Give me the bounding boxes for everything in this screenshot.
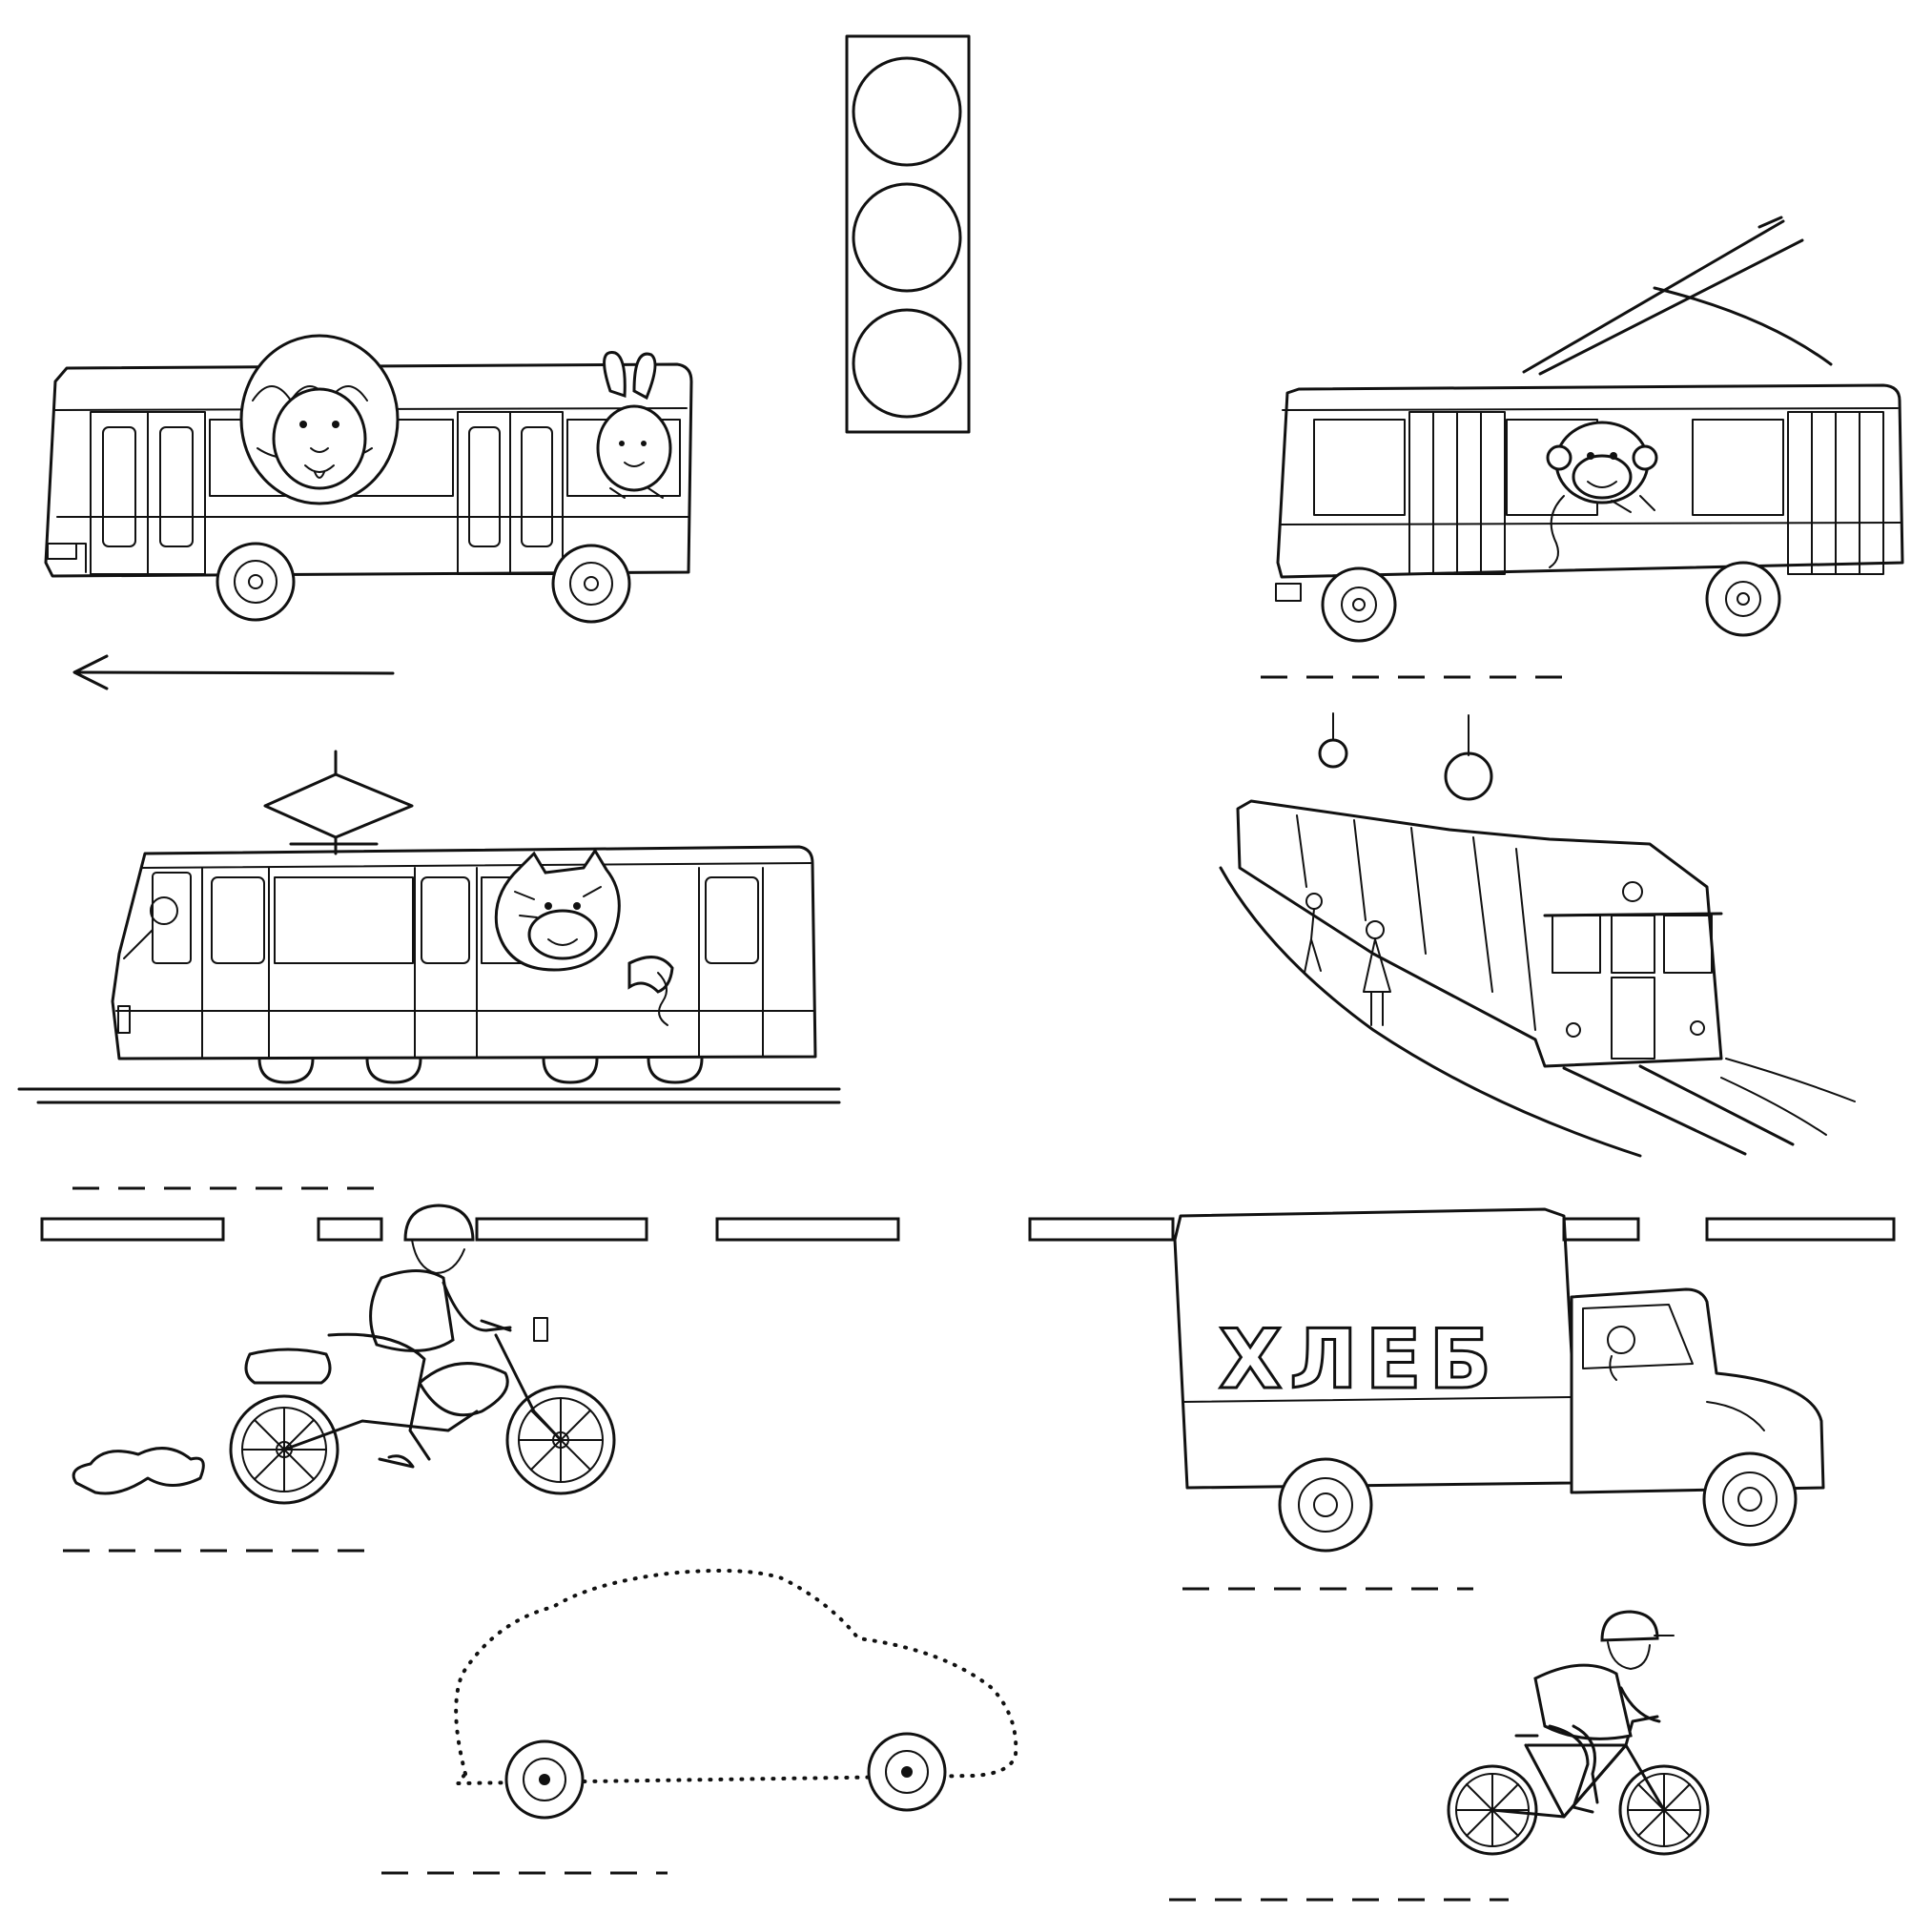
- truck-icon: ХЛЕБ: [1173, 1207, 1825, 1553]
- traffic-lamp-bottom: [852, 308, 962, 419]
- motorcycle-icon: [72, 1204, 616, 1505]
- hare-icon: [596, 351, 672, 499]
- metro-icon: [1219, 712, 1856, 1158]
- traffic-lamp-top: [852, 56, 962, 167]
- tram-icon: [17, 750, 841, 1104]
- traffic-lamp-middle: [852, 182, 962, 293]
- bus-icon: [44, 334, 693, 624]
- truck-label: ХЛЕБ: [1219, 1312, 1499, 1408]
- tiger-icon: [494, 848, 674, 1026]
- rider-icon: [327, 1204, 512, 1469]
- cyclist-icon: [1533, 1610, 1675, 1814]
- traffic-light: [845, 34, 971, 434]
- passenger-icon: [1304, 893, 1391, 1026]
- monkey-icon: [1546, 421, 1658, 568]
- lion-icon: [239, 334, 400, 505]
- arrow-left-icon: [72, 654, 395, 690]
- bicycle-icon: [1447, 1610, 1710, 1856]
- car-icon: [453, 1568, 1018, 1820]
- road-markings: [40, 1186, 1896, 1242]
- trolleybus-icon: [1275, 216, 1904, 643]
